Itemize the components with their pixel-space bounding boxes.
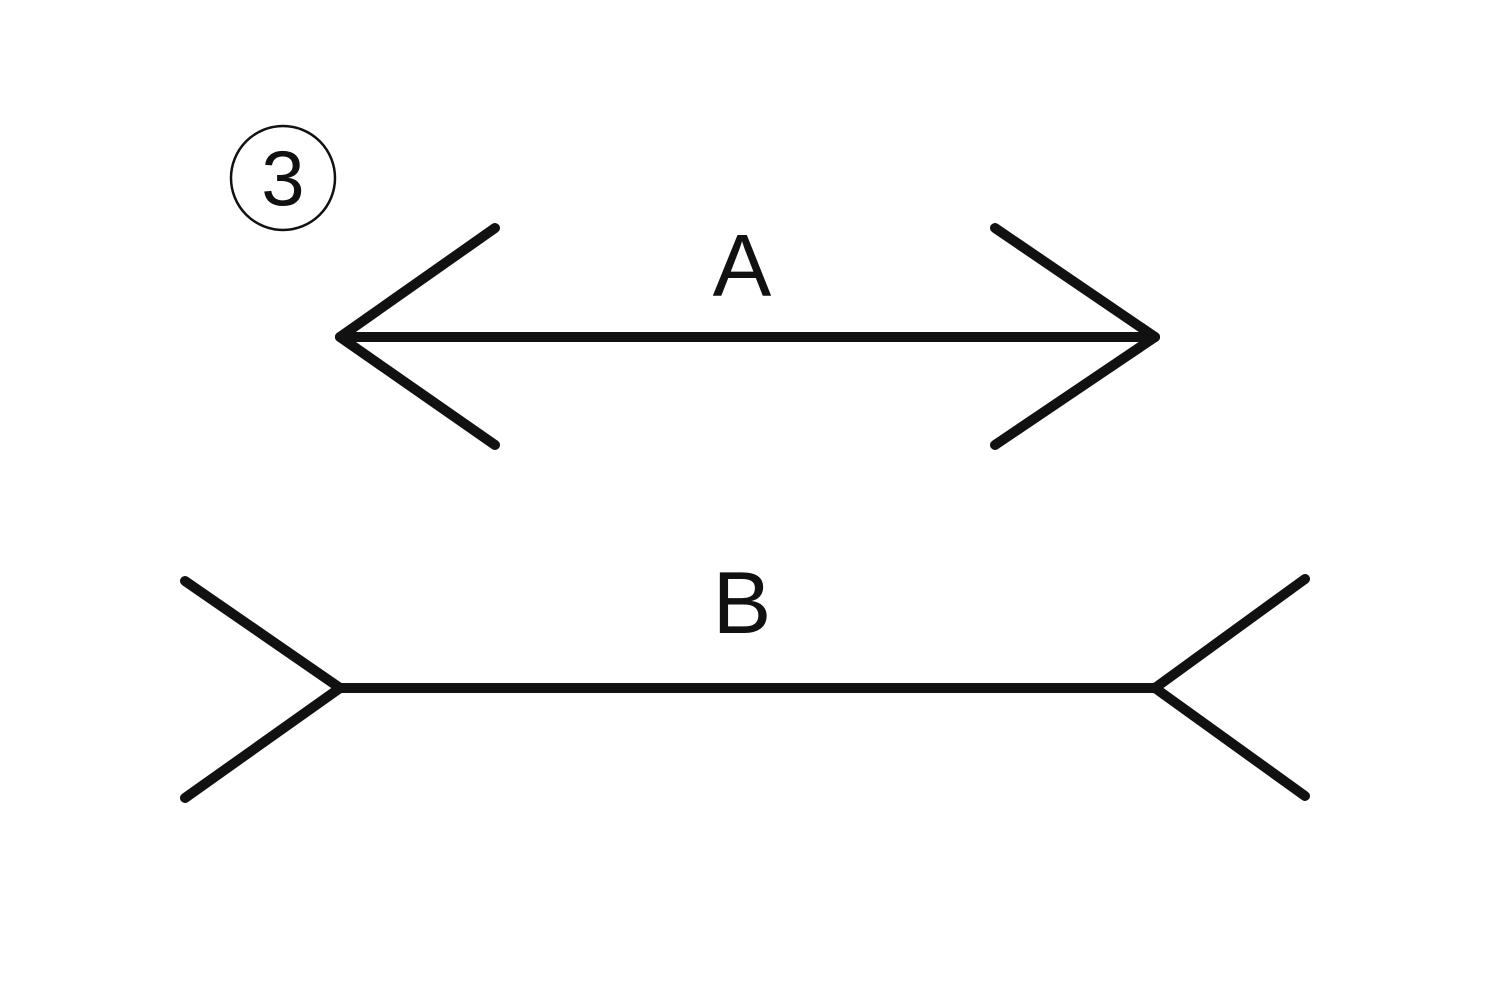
line-a-left-fin-lower <box>335 332 500 450</box>
line-a-left-fin-upper <box>335 223 500 342</box>
line-a-right-fin-lower <box>990 332 1160 450</box>
figure-number-badge: 3 <box>229 124 337 232</box>
line-b-label: B <box>713 553 772 652</box>
line-b-group: B <box>180 553 1310 803</box>
badge-circle <box>229 124 337 232</box>
line-a-label: A <box>713 216 772 315</box>
line-b-left-fin-lower <box>180 683 345 803</box>
line-b-right-fin-upper <box>1150 574 1310 693</box>
line-a-right-fin-upper <box>990 223 1160 342</box>
line-a-group: A <box>335 216 1160 450</box>
line-b-right-fin-lower <box>1150 683 1310 801</box>
figure-number: 3 <box>261 134 304 222</box>
line-b-left-fin-upper <box>180 576 345 693</box>
